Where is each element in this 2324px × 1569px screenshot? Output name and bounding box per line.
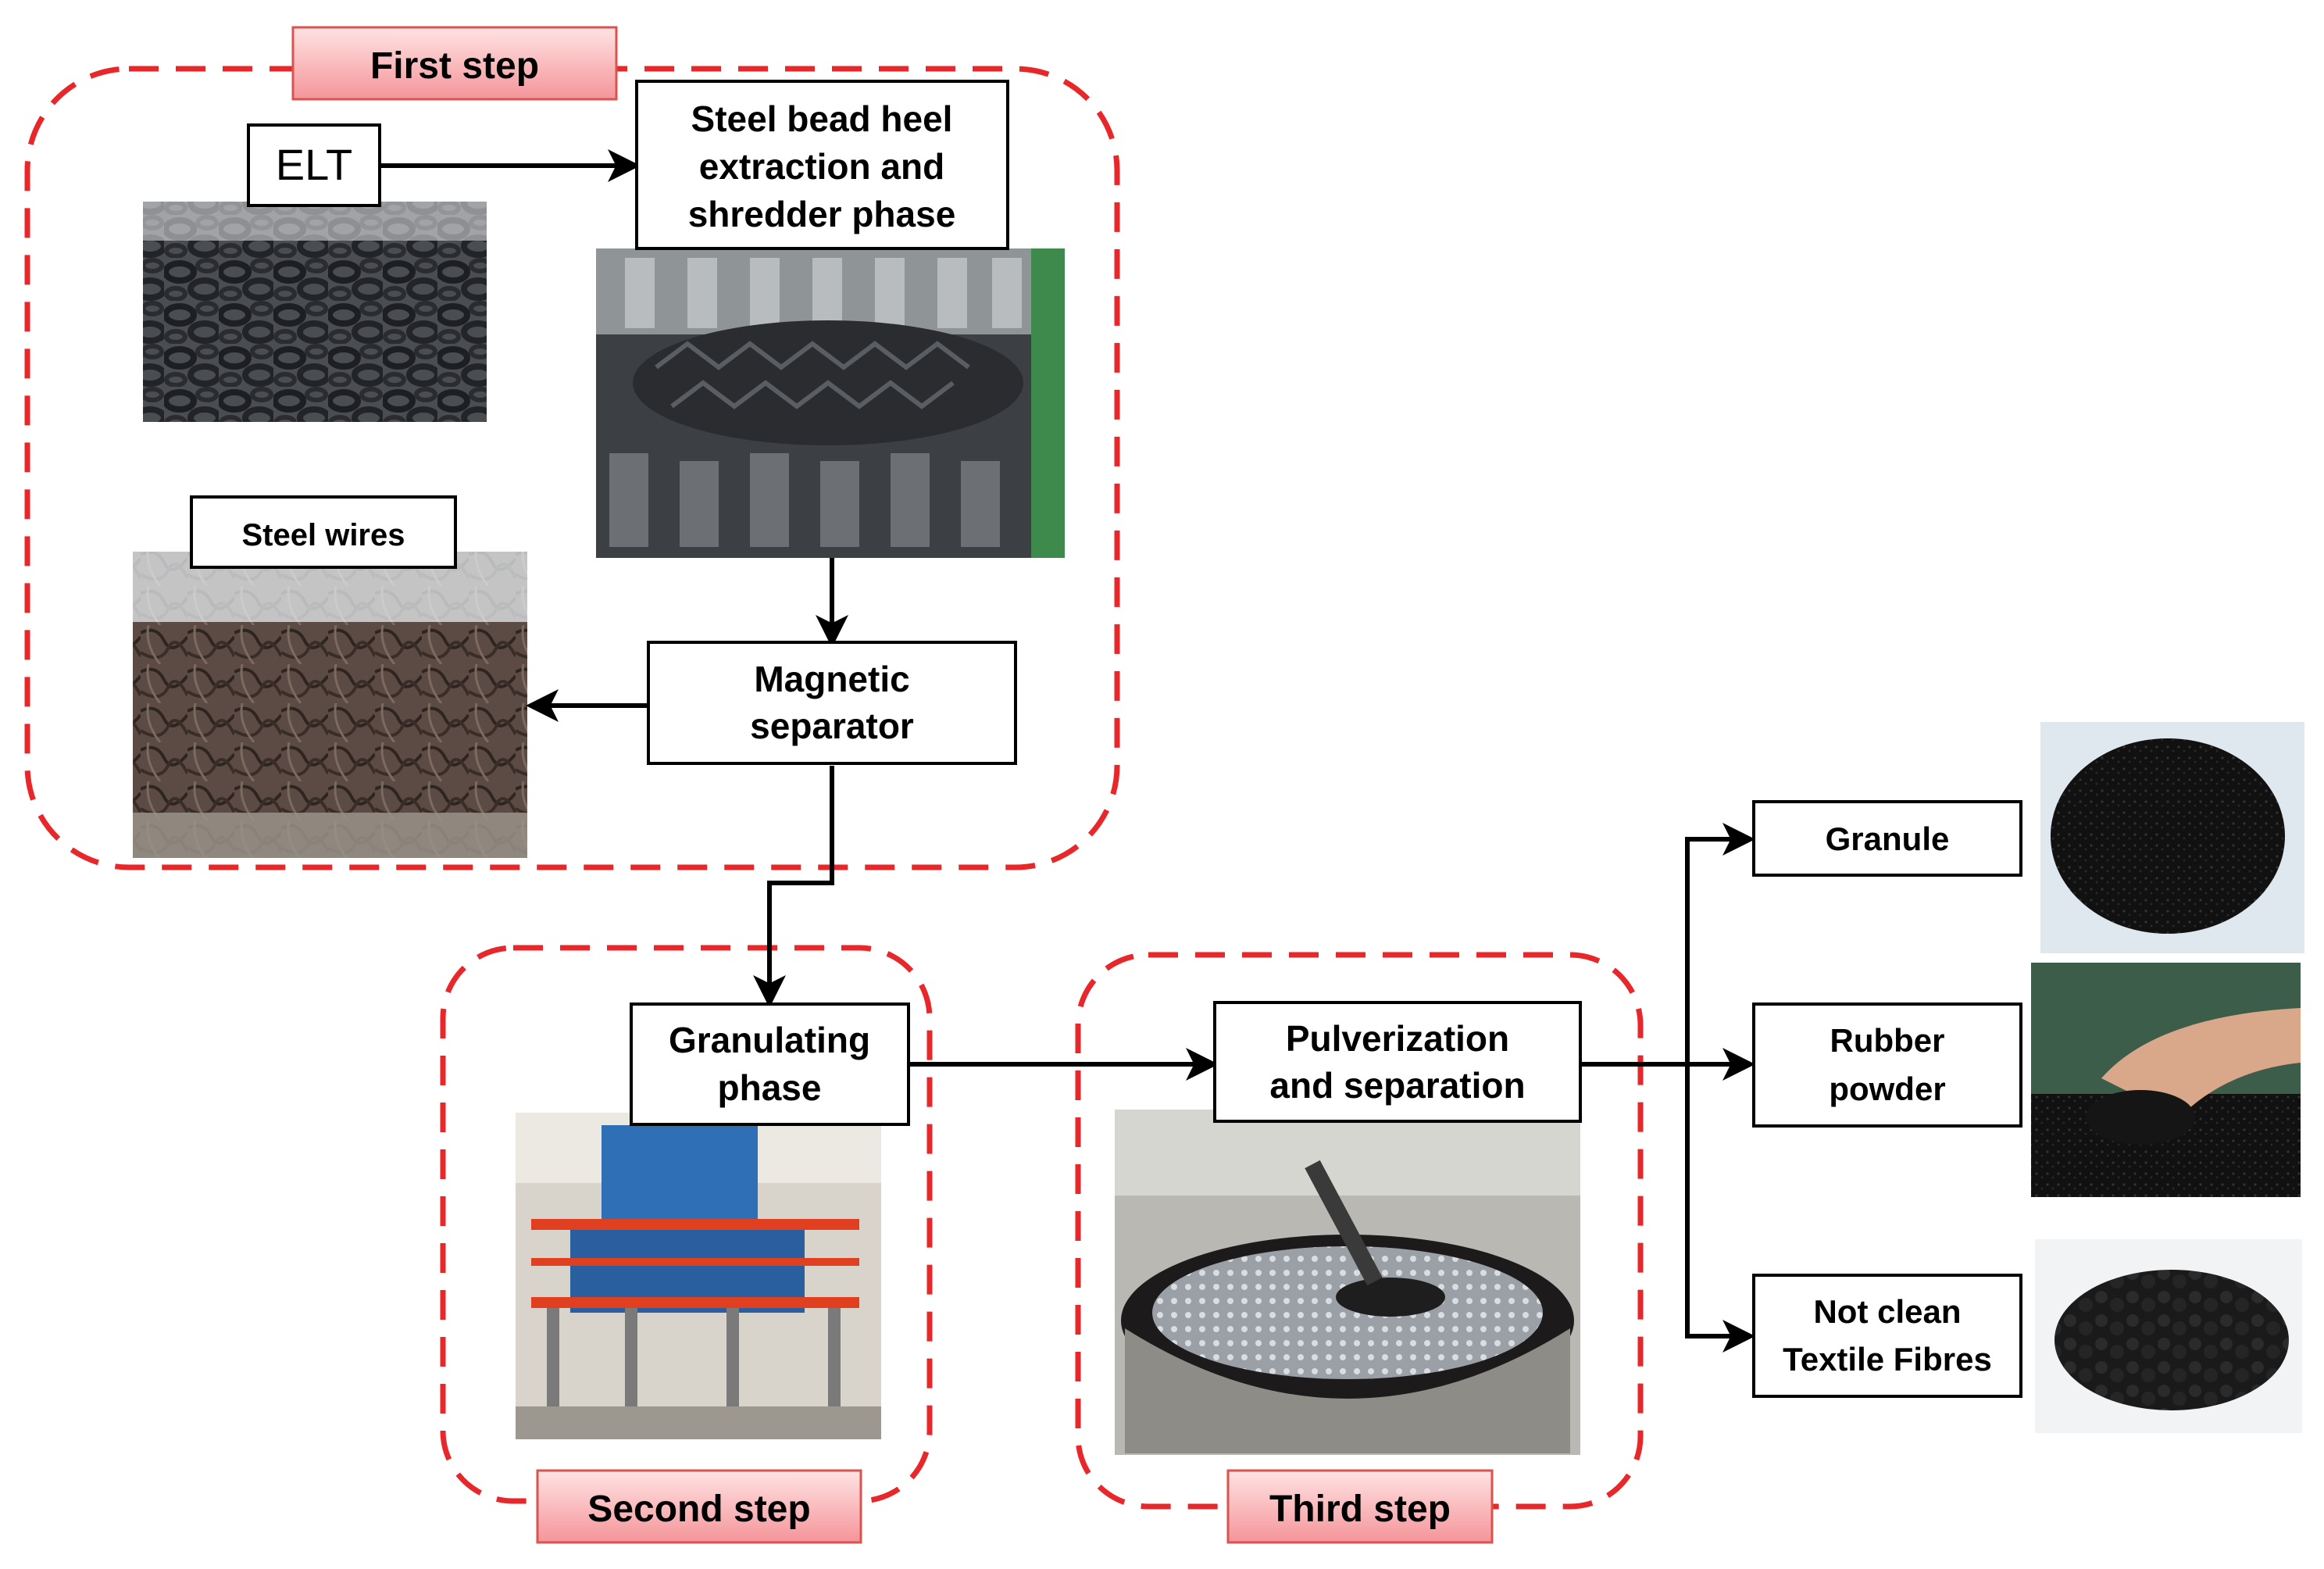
rubber-powder-photo <box>2031 963 2301 1197</box>
third-step-region <box>1075 952 1644 1510</box>
arrow-to-granule <box>1685 823 1755 1064</box>
textile-line-2: Textile Fibres <box>1783 1341 1992 1378</box>
third-step-label: Third step <box>1226 1469 1494 1544</box>
granulating-line-2: phase <box>718 1067 822 1108</box>
textile-line-1: Not clean <box>1813 1293 1961 1330</box>
rubber-powder-line-1: Rubber <box>1830 1022 1945 1059</box>
arrow-to-textile <box>1685 1064 1755 1353</box>
steel-wires-photo <box>133 552 527 858</box>
granule-box: Granule <box>1752 800 2022 877</box>
magnetic-line-2: separator <box>750 706 914 746</box>
steel-wires-text: Steel wires <box>241 518 405 552</box>
second-step-text: Second step <box>587 1489 810 1530</box>
pulverization-box: Pulverization and separation <box>1213 1001 1582 1123</box>
pulverization-line-2: and separation <box>1269 1065 1525 1106</box>
textile-box: Not clean Textile Fibres <box>1752 1274 2022 1398</box>
elt-box: ELT <box>247 123 381 207</box>
first-step-text: First step <box>370 45 539 87</box>
elt-text: ELT <box>276 140 353 189</box>
granulating-box: Granulating phase <box>630 1003 910 1126</box>
first-step-label: First step <box>291 26 618 101</box>
sieve-photo <box>1115 1110 1580 1455</box>
granulator-photo <box>516 1113 881 1439</box>
textile-fibres-photo <box>2035 1239 2302 1433</box>
shredder-line-1: Steel bead heel <box>691 98 953 139</box>
connectors <box>381 149 1755 1353</box>
shredder-line-3: shredder phase <box>688 194 956 234</box>
shredder-line-2: extraction and <box>699 146 944 187</box>
rubber-powder-box: Rubber powder <box>1752 1003 2022 1128</box>
shredder-photo <box>596 248 1065 558</box>
rubber-powder-line-2: powder <box>1829 1070 1945 1107</box>
steel-wires-box: Steel wires <box>190 495 457 569</box>
pulverization-line-1: Pulverization <box>1286 1018 1509 1059</box>
tire-pile-photo <box>143 202 487 422</box>
arrow-magnetic-to-granulating <box>753 766 834 1008</box>
granule-text: Granule <box>1826 820 1950 857</box>
second-step-label: Second step <box>536 1469 862 1544</box>
granulating-line-1: Granulating <box>669 1020 870 1060</box>
magnetic-box: Magnetic separator <box>647 641 1017 765</box>
granule-photo <box>2040 722 2304 953</box>
shredder-box: Steel bead heel extraction and shredder … <box>635 80 1009 250</box>
magnetic-line-1: Magnetic <box>754 659 909 699</box>
third-step-text: Third step <box>1269 1489 1451 1530</box>
